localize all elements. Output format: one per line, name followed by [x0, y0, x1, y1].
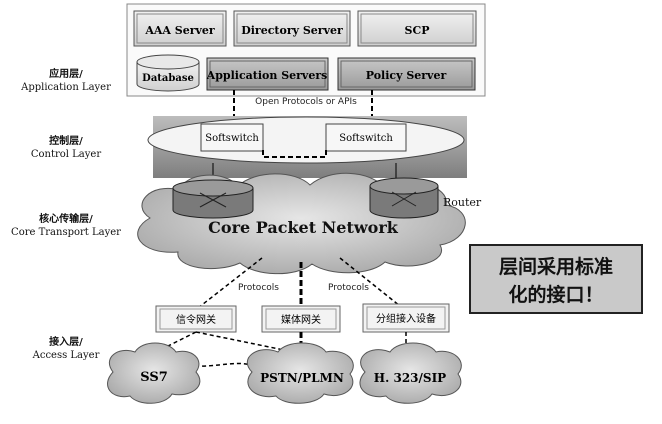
core-to-gateway-links — [197, 257, 401, 309]
application-servers-box: Application Servers — [206, 57, 329, 91]
softswitch-right-box: Softswitch — [325, 123, 407, 152]
access-layer-cn: 接入层/ — [49, 337, 83, 348]
control-layer-band — [147, 116, 467, 178]
router-label: Router — [443, 196, 482, 209]
callout-line-2: 化的接口！ — [508, 283, 603, 306]
access-device-box: 分组接入设备 — [362, 303, 450, 333]
softswitch-left-label: Softswitch — [205, 133, 259, 144]
protocols-right-label: Protocols — [328, 283, 369, 293]
control-layer-label: 控制层/ Control Layer — [10, 135, 122, 161]
ss7-cloud: SS7 — [107, 342, 201, 404]
softswitch-interconnect — [262, 150, 327, 158]
h323-sip-label: H. 323/SIP — [374, 371, 446, 385]
application-layer-en: Application Layer — [21, 82, 111, 93]
interface-callout-box: 层间采用标准 化的接口！ — [469, 244, 643, 314]
pstn-plmn-cloud: PSTN/PLMN — [246, 342, 354, 404]
core-packet-network-label: Core Packet Network — [208, 218, 399, 237]
scp-label: SCP — [405, 24, 430, 37]
transport-layer-label: 核心传输层/ Core Transport Layer — [2, 213, 130, 239]
application-servers-label: Application Servers — [206, 69, 328, 82]
policy-server-box: Policy Server — [337, 57, 476, 91]
h323-sip-cloud: H. 323/SIP — [359, 342, 462, 404]
media-gateway-box: 媒体网关 — [261, 305, 341, 333]
transport-layer-cn: 核心传输层/ — [39, 214, 93, 225]
softswitch-right-label: Softswitch — [339, 133, 393, 144]
application-layer-label: 应用层/ Application Layer — [10, 68, 122, 94]
application-layer-cn: 应用层/ — [49, 69, 83, 80]
open-protocols-label: Open Protocols or APIs — [255, 97, 357, 107]
media-gateway-label: 媒体网关 — [281, 313, 321, 326]
ss7-label: SS7 — [140, 370, 168, 385]
router-left-icon — [172, 179, 254, 219]
signaling-gateway-box: 信令网关 — [155, 305, 237, 333]
control-layer-cn: 控制层/ — [49, 136, 83, 147]
softswitch-left-box: Softswitch — [200, 123, 264, 152]
signaling-gateway-label: 信令网关 — [176, 313, 216, 326]
control-layer-en: Control Layer — [30, 149, 102, 160]
aaa-server-box: AAA Server — [133, 10, 227, 47]
directory-server-box: Directory Server — [233, 10, 351, 47]
access-layer-en: Access Layer — [32, 350, 100, 361]
database-cylinder: Database — [136, 54, 200, 92]
transport-layer-en: Core Transport Layer — [11, 227, 121, 238]
router-right-icon — [369, 177, 439, 219]
policy-server-label: Policy Server — [366, 69, 447, 82]
protocols-left-label: Protocols — [238, 283, 279, 293]
app-to-control-links — [233, 90, 373, 125]
aaa-server-label: AAA Server — [144, 24, 215, 37]
pstn-plmn-label: PSTN/PLMN — [260, 371, 344, 385]
scp-box: SCP — [357, 10, 477, 47]
callout-line-1: 层间采用标准 — [499, 256, 613, 278]
access-layer-label: 接入层/ Access Layer — [10, 336, 122, 362]
access-device-label: 分组接入设备 — [376, 312, 436, 325]
directory-server-label: Directory Server — [241, 24, 343, 37]
database-label: Database — [142, 73, 194, 84]
